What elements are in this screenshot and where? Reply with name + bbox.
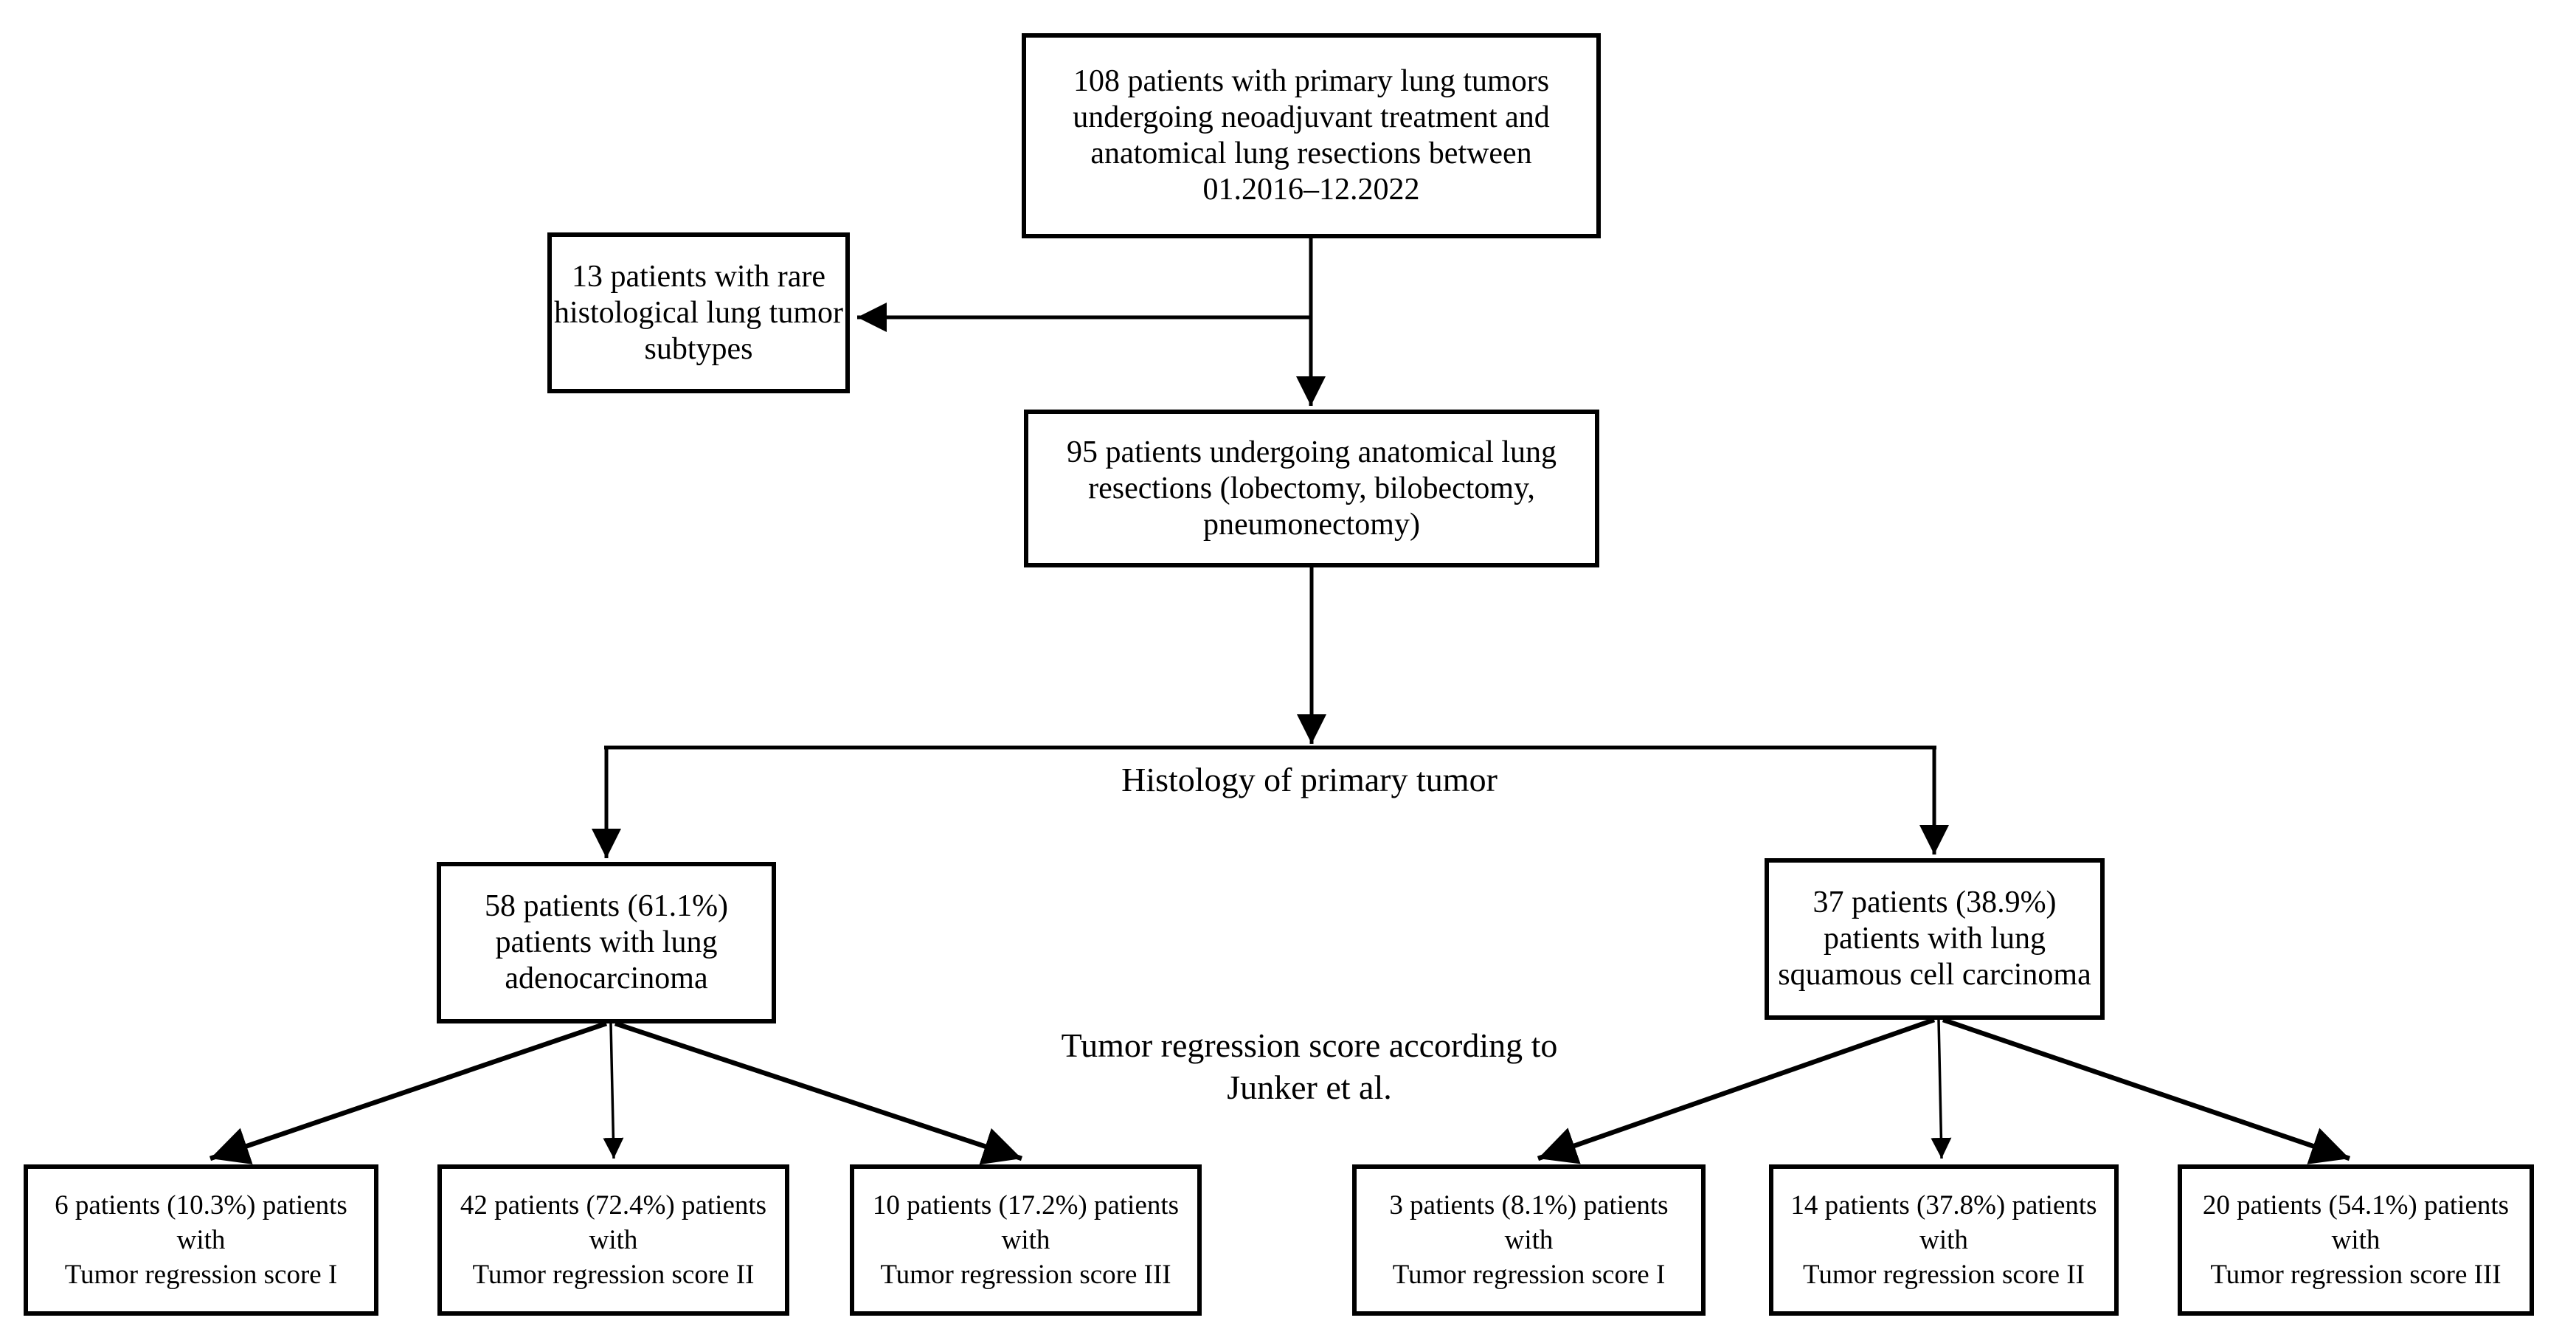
arrow-squamous-to-trs2 xyxy=(1931,1019,1952,1159)
label-tumor-regression-score: Tumor regression score according to Junk… xyxy=(1062,1024,1558,1108)
box-squamous-cell-carcinoma: 37 patients (38.9%) patients with lung s… xyxy=(1765,858,2105,1020)
label-line: Junker et al. xyxy=(1227,1068,1392,1106)
arrow-adeno-to-trs2 xyxy=(603,1023,624,1159)
box-line: undergoing neoadjuvant treatment and xyxy=(1073,100,1550,134)
box-line: 20 patients (54.1%) patients xyxy=(2202,1190,2510,1221)
box-line: 37 patients (38.9%) xyxy=(1812,885,2057,919)
box-line: adenocarcinoma xyxy=(505,961,708,995)
box-anatomical-resections: 95 patients undergoing anatomical lung r… xyxy=(1024,410,1599,567)
box-line: with xyxy=(2331,1225,2381,1255)
box-line: subtypes xyxy=(644,331,753,366)
box-line: 6 patients (10.3%) patients xyxy=(55,1190,347,1221)
box-line: 108 patients with primary lung tumors xyxy=(1073,64,1550,98)
box-adeno-trs-1: 6 patients (10.3%) patients with Tumor r… xyxy=(24,1164,378,1316)
box-line: histological lung tumor xyxy=(554,295,843,330)
box-line: squamous cell carcinoma xyxy=(1778,958,2091,992)
box-line: 95 patients undergoing anatomical lung xyxy=(1066,435,1557,469)
box-line: with xyxy=(589,1225,638,1255)
box-line: with xyxy=(1001,1225,1050,1255)
label-line: Tumor regression score according to xyxy=(1061,1026,1558,1064)
box-line: patients with lung xyxy=(1824,922,2046,956)
box-adeno-trs-2: 42 patients (72.4%) patients with Tumor … xyxy=(437,1164,789,1316)
box-line: Tumor regression score I xyxy=(64,1260,338,1290)
box-line: 58 patients (61.1%) xyxy=(484,889,729,923)
label-histology-of-primary-tumor: Histology of primary tumor xyxy=(1121,761,1498,798)
box-line: with xyxy=(1504,1225,1554,1255)
box-squamous-trs-2: 14 patients (37.8%) patients with Tumor … xyxy=(1769,1164,2119,1316)
box-line: Tumor regression score III xyxy=(2210,1260,2501,1290)
box-line: with xyxy=(176,1225,226,1255)
arrow-squamous-to-trs1 xyxy=(1537,1017,1936,1164)
arrow-adeno-to-trs3 xyxy=(614,1021,1023,1165)
box-line: 14 patients (37.8%) patients xyxy=(1790,1190,2097,1221)
box-line: 01.2016–12.2022 xyxy=(1202,173,1420,207)
box-line: 10 patients (17.2%) patients xyxy=(872,1190,1180,1221)
box-line: Tumor regression score II xyxy=(472,1260,755,1290)
box-line: with xyxy=(1919,1225,1968,1255)
box-line: patients with lung xyxy=(495,925,718,959)
box-line: 13 patients with rare xyxy=(571,259,826,294)
arrow-squamous-to-trs3 xyxy=(1942,1017,2351,1164)
box-line: anatomical lung resections between xyxy=(1090,137,1532,170)
box-line: resections (lobectomy, bilobectomy, xyxy=(1088,471,1535,505)
box-line: 42 patients (72.4%) patients xyxy=(460,1190,767,1221)
arrow-adeno-to-trs1 xyxy=(209,1021,608,1164)
box-squamous-trs-1: 3 patients (8.1%) patients with Tumor re… xyxy=(1352,1164,1706,1316)
box-line: 3 patients (8.1%) patients xyxy=(1389,1190,1669,1221)
box-line: Tumor regression score III xyxy=(880,1260,1171,1290)
box-line: Tumor regression score I xyxy=(1392,1260,1666,1290)
box-squamous-trs-3: 20 patients (54.1%) patients with Tumor … xyxy=(2178,1164,2534,1316)
box-line: pneumonectomy) xyxy=(1203,507,1420,542)
box-total-patients: 108 patients with primary lung tumors un… xyxy=(1022,33,1601,238)
box-line: Tumor regression score II xyxy=(1803,1260,2085,1290)
box-adeno-trs-3: 10 patients (17.2%) patients with Tumor … xyxy=(850,1164,1202,1316)
box-excluded-rare-subtypes: 13 patients with rare histological lung … xyxy=(547,232,850,393)
box-adenocarcinoma: 58 patients (61.1%) patients with lung a… xyxy=(437,862,776,1023)
